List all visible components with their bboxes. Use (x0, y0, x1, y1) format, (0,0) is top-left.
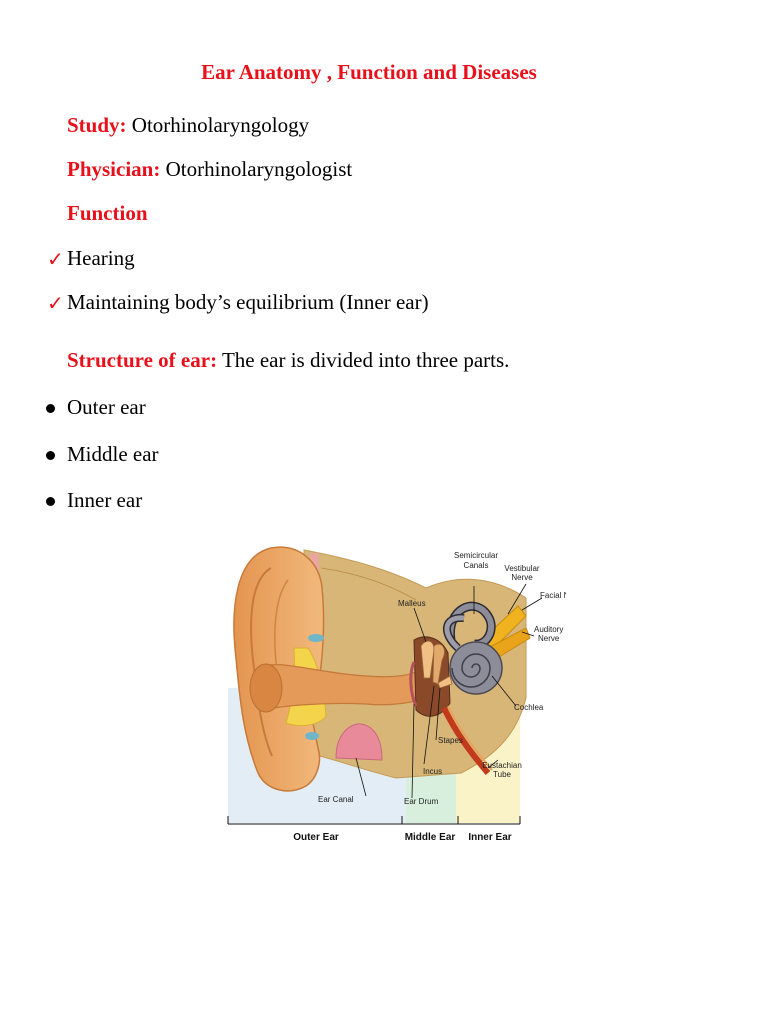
label-vestibular-nerve: Vestibular (504, 564, 539, 573)
label-eustachian-tube-2: Tube (493, 770, 511, 779)
cochlea (449, 641, 503, 695)
bullet-icon (46, 451, 55, 460)
label-incus: Incus (423, 767, 442, 776)
bullet-icon (46, 497, 55, 506)
label-cochlea: Cochlea (514, 703, 544, 712)
stapes (437, 675, 453, 689)
function-item-equilibrium: Maintaining body’s equilibrium (Inner ea… (67, 290, 429, 314)
physician-value: Otorhinolaryngologist (165, 157, 353, 181)
checkmark-icon: ✓ (47, 249, 64, 271)
label-malleus: Malleus (398, 599, 426, 608)
malleus (420, 640, 435, 679)
section-middle-ear: Middle Ear (405, 832, 456, 843)
structure-text: The ear is divided into three parts. (221, 348, 510, 372)
label-semicircular-canals: Semicircular (454, 551, 498, 560)
label-eustachian-tube: Eustachian (482, 761, 522, 770)
ear-anatomy-diagram: Semicircular Canals Vestibular Nerve Fac… (227, 546, 566, 843)
part-item-middle-ear: Middle ear (67, 442, 159, 466)
part-item-outer-ear: Outer ear (67, 395, 146, 419)
function-item-hearing: Hearing (67, 246, 135, 270)
incus (432, 643, 445, 685)
structure-line: Structure of ear: The ear is divided int… (67, 348, 509, 373)
label-stapes: Stapes (438, 736, 463, 745)
label-ear-canal: Ear Canal (318, 795, 354, 804)
structure-label: Structure of ear: (67, 348, 218, 372)
label-auditory-nerve-2: Nerve (538, 634, 560, 643)
page-title: Ear Anatomy , Function and Diseases (201, 60, 537, 84)
semicircular-canals (443, 601, 496, 651)
ear-drum (409, 661, 418, 707)
section-inner-ear: Inner Ear (468, 832, 511, 843)
section-outer-ear: Outer Ear (293, 832, 339, 843)
study-value: Otorhinolaryngology (131, 113, 310, 137)
study-line: Study: Otorhinolaryngology (67, 113, 309, 138)
physician-label: Physician: (67, 157, 161, 181)
label-ear-drum: Ear Drum (404, 797, 439, 806)
label-facial-nerve: Facial Nerve (540, 591, 566, 600)
study-label: Study: (67, 113, 127, 137)
label-auditory-nerve: Auditory (534, 625, 563, 634)
section-bracket (227, 816, 521, 825)
eustachian-tube (441, 706, 491, 775)
function-heading: Function (67, 201, 148, 225)
label-semicircular-canals-2: Canals (464, 561, 489, 570)
part-item-inner-ear: Inner ear (67, 488, 143, 512)
label-vestibular-nerve-2: Nerve (511, 573, 533, 582)
physician-line: Physician: Otorhinolaryngologist (67, 157, 352, 182)
gland (335, 723, 383, 761)
bullet-icon (46, 404, 55, 413)
checkmark-icon: ✓ (47, 293, 64, 315)
